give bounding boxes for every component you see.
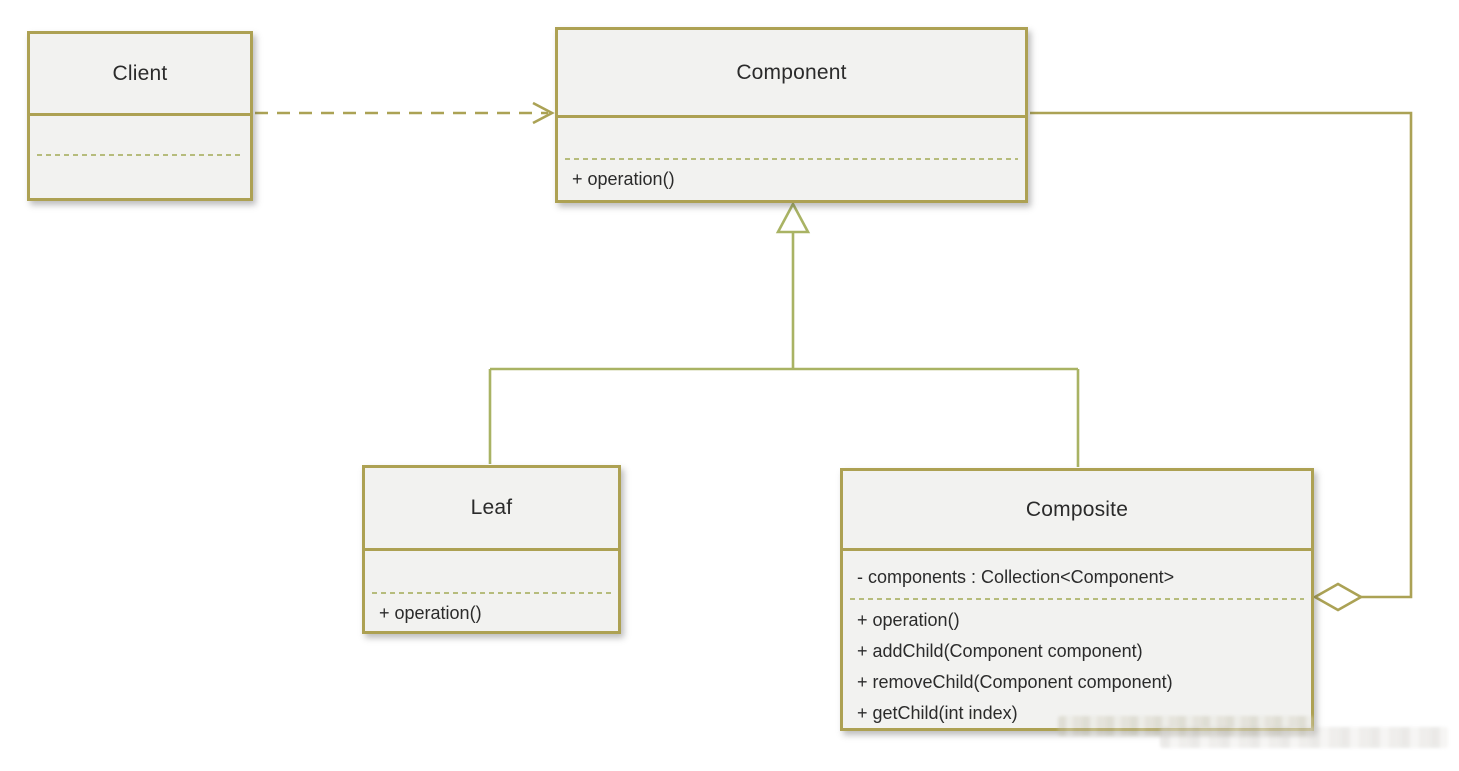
attribute-item: - components : Collection<Component> [857,567,1175,587]
class-title: Leaf [470,496,513,519]
attributes-compartment [365,551,618,592]
method-item: + removeChild(Component component) [857,672,1173,692]
attributes-compartment: - components : Collection<Component> [843,551,1311,598]
compartment-divider [372,592,611,594]
method-item: + operation() [572,169,675,189]
class-title: Client [112,61,168,85]
class-body [30,113,250,198]
methods-compartment: + operation() + addChild(Component compo… [843,600,1311,729]
method-item: + operation() [857,610,960,630]
hollow-diamond-icon [1312,582,1364,612]
class-body: - components : Collection<Component> + o… [843,548,1311,728]
compartment-divider [37,154,243,156]
class-box-leaf: Leaf + operation() [362,465,621,634]
class-body: + operation() [558,115,1025,200]
class-title: Component [736,60,847,84]
compartment-divider [850,598,1304,600]
methods-compartment: + operation() [558,160,1025,200]
class-body: + operation() [365,548,618,631]
method-item: + operation() [379,603,482,623]
class-title: Composite [1025,497,1129,521]
open-arrowhead-icon [532,101,555,125]
attributes-compartment [558,118,1025,158]
class-box-client: Client [27,31,253,201]
hollow-triangle-icon [775,201,811,234]
class-box-composite: Composite - components : Collection<Comp… [840,468,1314,731]
compartment-divider [565,158,1018,160]
generalization-connector [488,201,1080,467]
dependency-arrow-client-to-component [255,101,555,125]
attributes-compartment [30,116,250,154]
class-box-component: Component + operation() [555,27,1028,203]
method-item: + addChild(Component component) [857,641,1143,661]
methods-compartment [30,156,250,198]
method-item: + getChild(int index) [857,703,1018,723]
methods-compartment: + operation() [365,594,618,631]
